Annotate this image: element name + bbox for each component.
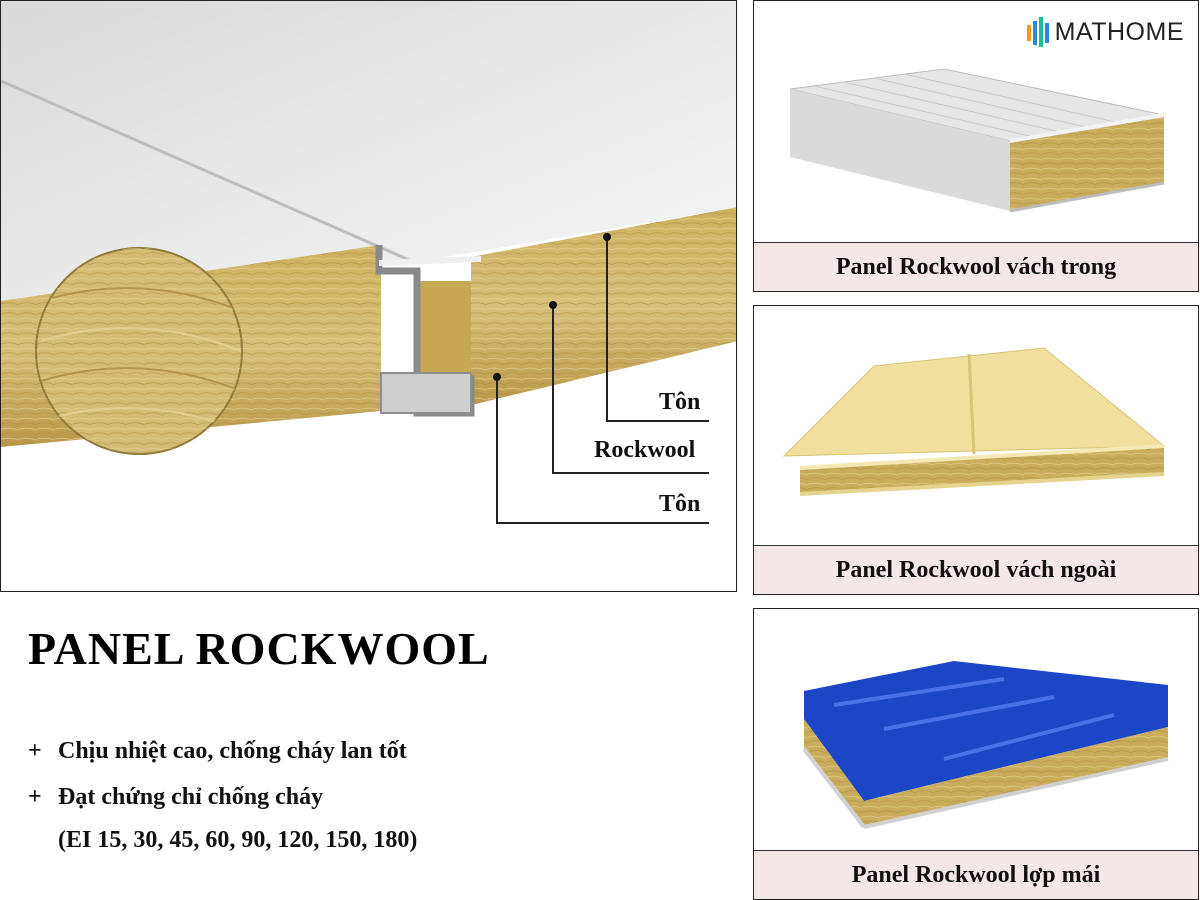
callout-top-sheet: Tôn	[659, 389, 701, 415]
product-label: Panel Rockwool lợp mái	[754, 850, 1198, 899]
feature-bullet: +	[28, 738, 42, 764]
feature-text: Đạt chứng chỉ chống cháy	[58, 784, 324, 810]
product-label: Panel Rockwool vách ngoài	[754, 545, 1198, 594]
product-card-roof: Panel Rockwool lợp mái	[753, 608, 1199, 900]
feature-bullet: +	[28, 784, 42, 810]
product-card-interior-wall: MATHOME Panel Rockwool vách trong	[753, 0, 1199, 292]
panel-cross-section-illustration: Tôn Rockwool Tôn	[0, 0, 737, 592]
product-card-exterior-wall: Panel Rockwool vách ngoài	[753, 305, 1199, 595]
interior-wall-panel-image	[789, 68, 1165, 213]
callout-bottom-sheet: Tôn	[659, 491, 701, 517]
feature-text: Chịu nhiệt cao, chống cháy lan tốt	[58, 738, 407, 764]
exterior-wall-panel-image	[782, 347, 1166, 496]
feature-item: + Chịu nhiệt cao, chống cháy lan tốt	[28, 728, 417, 774]
feature-item: + Đạt chứng chỉ chống cháy	[28, 774, 417, 820]
brand-logo: MATHOME	[1026, 17, 1184, 47]
cross-section-drawing	[1, 1, 736, 524]
brand-logo-text: MATHOME	[1054, 17, 1184, 46]
feature-list: + Chịu nhiệt cao, chống cháy lan tốt + Đạt…	[28, 728, 417, 860]
feature-note: (EI 15, 30, 45, 60, 90, 120, 150, 180)	[58, 827, 418, 853]
callout-core: Rockwool	[594, 437, 696, 463]
product-label: Panel Rockwool vách trong	[754, 242, 1198, 291]
roof-panel-image	[802, 661, 1169, 829]
brand-logo-icon	[1026, 17, 1049, 47]
page-title: PANEL ROCKWOOL	[28, 623, 490, 674]
